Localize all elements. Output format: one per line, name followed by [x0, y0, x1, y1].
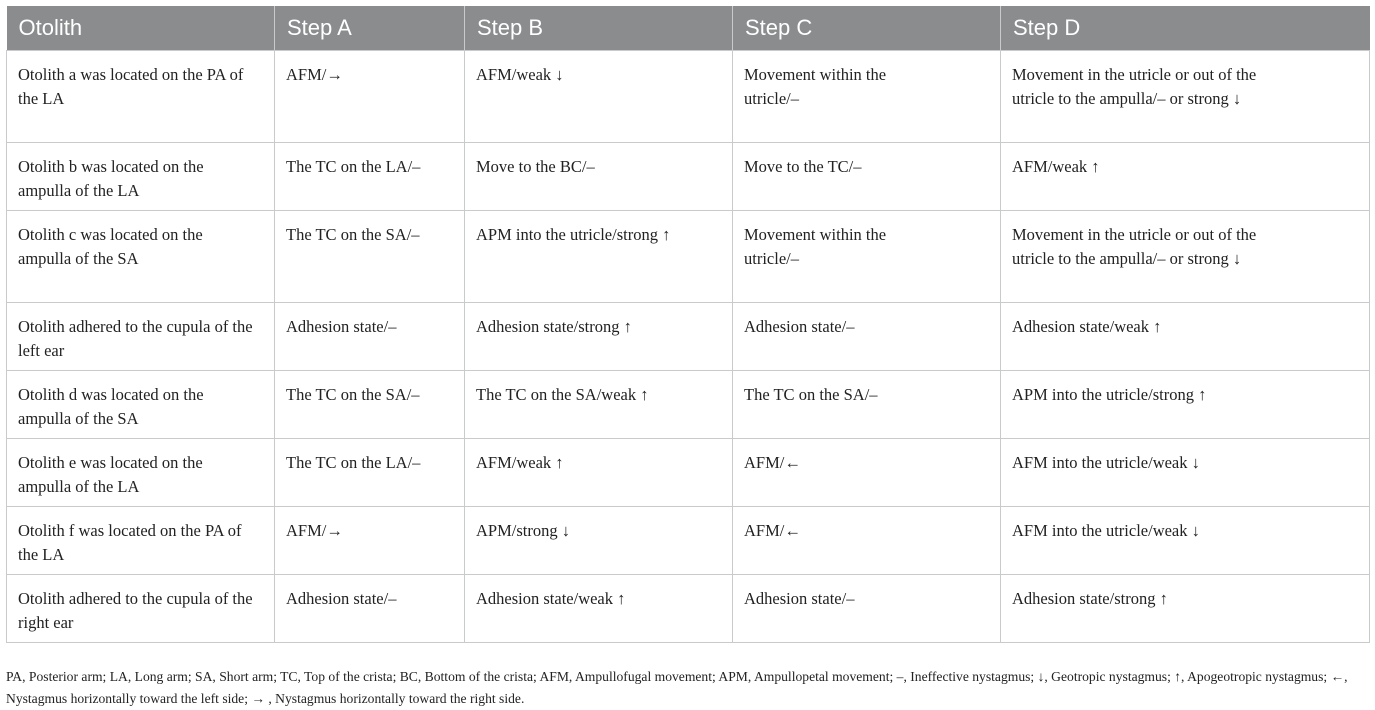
- cell-step-b: The TC on the SA/weak ↑: [464, 369, 733, 439]
- cell-step-d: Adhesion state/strong ↑: [1000, 573, 1370, 643]
- header-step-a: Step A: [274, 6, 465, 51]
- cell-otolith: Otolith c was located on the ampulla of …: [6, 209, 275, 303]
- table-row: Otolith adhered to the cupula of the lef…: [6, 301, 1370, 371]
- table-row: Otolith e was located on the ampulla of …: [6, 437, 1370, 507]
- table-footnote: PA, Posterior arm; LA, Long arm; SA, Sho…: [6, 668, 1348, 706]
- table-row: Otolith adhered to the cupula of the rig…: [6, 573, 1370, 643]
- cell-step-b: AFM/weak ↑: [464, 437, 733, 507]
- table-row: Otolith b was located on the ampulla of …: [6, 141, 1370, 211]
- cell-step-c: The TC on the SA/–: [732, 369, 1001, 439]
- header-otolith: Otolith: [6, 6, 275, 51]
- cell-step-a: The TC on the SA/–: [274, 369, 465, 439]
- cell-step-c: AFM/←: [732, 505, 1001, 575]
- cell-step-a: The TC on the LA/–: [274, 437, 465, 507]
- otolith-table: Otolith Step A Step B Step C Step D Otol…: [6, 6, 1370, 643]
- cell-step-c: Movement within the utricle/–: [732, 209, 1001, 303]
- cell-otolith: Otolith a was located on the PA of the L…: [6, 49, 275, 143]
- cell-step-b: Adhesion state/weak ↑: [464, 573, 733, 643]
- cell-step-d: AFM into the utricle/weak ↓: [1000, 437, 1370, 507]
- header-row: Otolith Step A Step B Step C Step D: [6, 6, 1370, 51]
- cell-otolith: Otolith adhered to the cupula of the rig…: [6, 573, 275, 643]
- cell-step-b: APM into the utricle/strong ↑: [464, 209, 733, 303]
- cell-step-d: AFM into the utricle/weak ↓: [1000, 505, 1370, 575]
- cell-step-b: APM/strong ↓: [464, 505, 733, 575]
- cell-step-b: AFM/weak ↓: [464, 49, 733, 143]
- cell-step-b: Adhesion state/strong ↑: [464, 301, 733, 371]
- otolith-table-container: Otolith Step A Step B Step C Step D Otol…: [6, 6, 1370, 643]
- cell-step-c: Adhesion state/–: [732, 301, 1001, 371]
- cell-otolith: Otolith e was located on the ampulla of …: [6, 437, 275, 507]
- cell-step-d: Movement in the utricle or out of the ut…: [1000, 209, 1370, 303]
- table-body: Otolith a was located on the PA of the L…: [6, 49, 1370, 643]
- cell-step-a: AFM/→: [274, 49, 465, 143]
- table-header: Otolith Step A Step B Step C Step D: [6, 6, 1370, 51]
- cell-step-b: Move to the BC/–: [464, 141, 733, 211]
- cell-otolith: Otolith f was located on the PA of the L…: [6, 505, 275, 575]
- cell-step-c: Move to the TC/–: [732, 141, 1001, 211]
- header-step-b: Step B: [464, 6, 733, 51]
- table-row: Otolith a was located on the PA of the L…: [6, 49, 1370, 143]
- cell-otolith: Otolith adhered to the cupula of the lef…: [6, 301, 275, 371]
- cell-step-c: Movement within the utricle/–: [732, 49, 1001, 143]
- header-step-c: Step C: [732, 6, 1001, 51]
- cell-step-a: The TC on the LA/–: [274, 141, 465, 211]
- cell-step-d: Adhesion state/weak ↑: [1000, 301, 1370, 371]
- header-step-d: Step D: [1000, 6, 1370, 51]
- cell-step-d: Movement in the utricle or out of the ut…: [1000, 49, 1370, 143]
- cell-step-c: Adhesion state/–: [732, 573, 1001, 643]
- cell-step-a: AFM/→: [274, 505, 465, 575]
- cell-otolith: Otolith d was located on the ampulla of …: [6, 369, 275, 439]
- cell-otolith: Otolith b was located on the ampulla of …: [6, 141, 275, 211]
- table-row: Otolith d was located on the ampulla of …: [6, 369, 1370, 439]
- table-row: Otolith c was located on the ampulla of …: [6, 209, 1370, 303]
- cell-step-a: Adhesion state/–: [274, 301, 465, 371]
- cell-step-a: The TC on the SA/–: [274, 209, 465, 303]
- cell-step-a: Adhesion state/–: [274, 573, 465, 643]
- cell-step-c: AFM/←: [732, 437, 1001, 507]
- table-row: Otolith f was located on the PA of the L…: [6, 505, 1370, 575]
- cell-step-d: APM into the utricle/strong ↑: [1000, 369, 1370, 439]
- cell-step-d: AFM/weak ↑: [1000, 141, 1370, 211]
